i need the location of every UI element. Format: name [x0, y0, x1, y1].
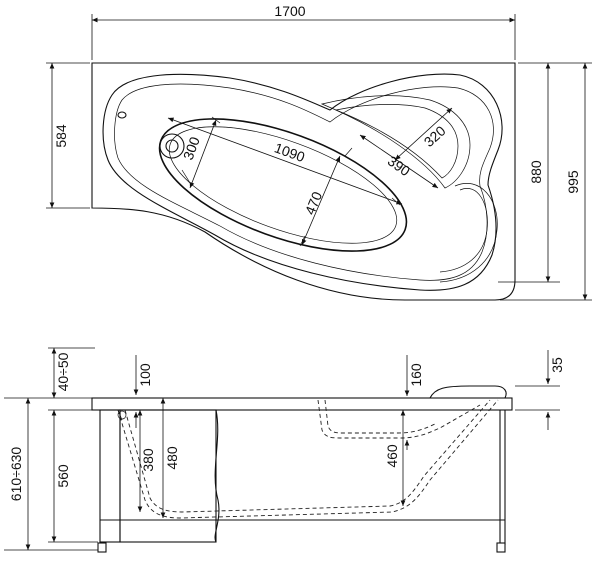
dim-label-584: 584	[53, 124, 69, 148]
dim-label-1700: 1700	[274, 3, 305, 19]
dim-headrest: 300	[180, 119, 217, 189]
side-seat-profile-2	[324, 399, 436, 434]
dim-label-995: 995	[565, 170, 581, 194]
dim-rim-thickness: 35	[515, 350, 565, 430]
basin-grip-marks	[181, 116, 401, 247]
dim-label-35: 35	[549, 357, 565, 373]
tub-rim-contour	[102, 73, 503, 291]
dim-label-40-50: 40÷50	[55, 352, 71, 391]
dim-label-300: 300	[180, 134, 203, 162]
side-apron-break	[214, 409, 220, 543]
dim-label-460: 460	[384, 444, 400, 468]
right-corner-curve	[439, 183, 498, 283]
side-apron-body	[119, 409, 217, 543]
dim-label-880: 880	[528, 160, 544, 184]
top-view: 1700 584 880 995 1090	[46, 3, 592, 301]
overflow-hole	[117, 111, 127, 119]
dim-inner-depth-left: 380	[137, 410, 156, 512]
dim-label-470: 470	[302, 189, 326, 217]
dim-overall-width: 995	[500, 62, 592, 301]
side-rim	[91, 397, 513, 411]
tub-rim-inner-line	[114, 83, 494, 281]
side-seat-profile	[317, 399, 481, 439]
dim-label-320: 320	[421, 122, 449, 150]
side-drain-pipe	[117, 409, 123, 421]
dim-label-100: 100	[137, 363, 153, 387]
side-overflow	[117, 410, 127, 420]
side-basin-profile-inner	[124, 399, 491, 513]
side-front-apron	[99, 409, 121, 543]
dim-feet-adjust: 40÷50	[48, 347, 95, 399]
tub-outer-contour	[91, 62, 516, 301]
basin-outer	[158, 118, 408, 252]
dim-inner-depth-right: 460	[384, 410, 406, 506]
side-view: 40÷50 610÷630 560 100 380	[4, 347, 565, 553]
dim-label-610-630: 610÷630	[8, 447, 24, 502]
dim-overall-length: 1700	[91, 3, 516, 60]
dim-label-1090: 1090	[272, 139, 307, 165]
side-basin-profile	[117, 399, 499, 519]
side-foot-left	[97, 542, 107, 553]
drain-inner	[165, 139, 179, 153]
dim-seat-height: 160	[404, 355, 424, 450]
right-corner-curve-inner	[439, 188, 488, 273]
dim-total-height: 610÷630	[4, 397, 98, 551]
dim-label-560: 560	[55, 464, 71, 488]
dim-inner-depth-main: 480	[160, 398, 180, 518]
dim-label-380: 380	[140, 448, 156, 472]
dim-label-160: 160	[408, 363, 424, 387]
dim-label-480: 480	[164, 446, 180, 470]
dim-seat-width: 320	[394, 107, 453, 161]
dim-right-depth: 880	[498, 62, 560, 283]
dim-apron-height: 560	[48, 409, 98, 543]
side-headrest	[429, 385, 507, 399]
dim-rim-offset: 100	[133, 355, 153, 428]
side-foot-right	[496, 542, 506, 553]
dim-left-depth: 584	[46, 62, 90, 209]
